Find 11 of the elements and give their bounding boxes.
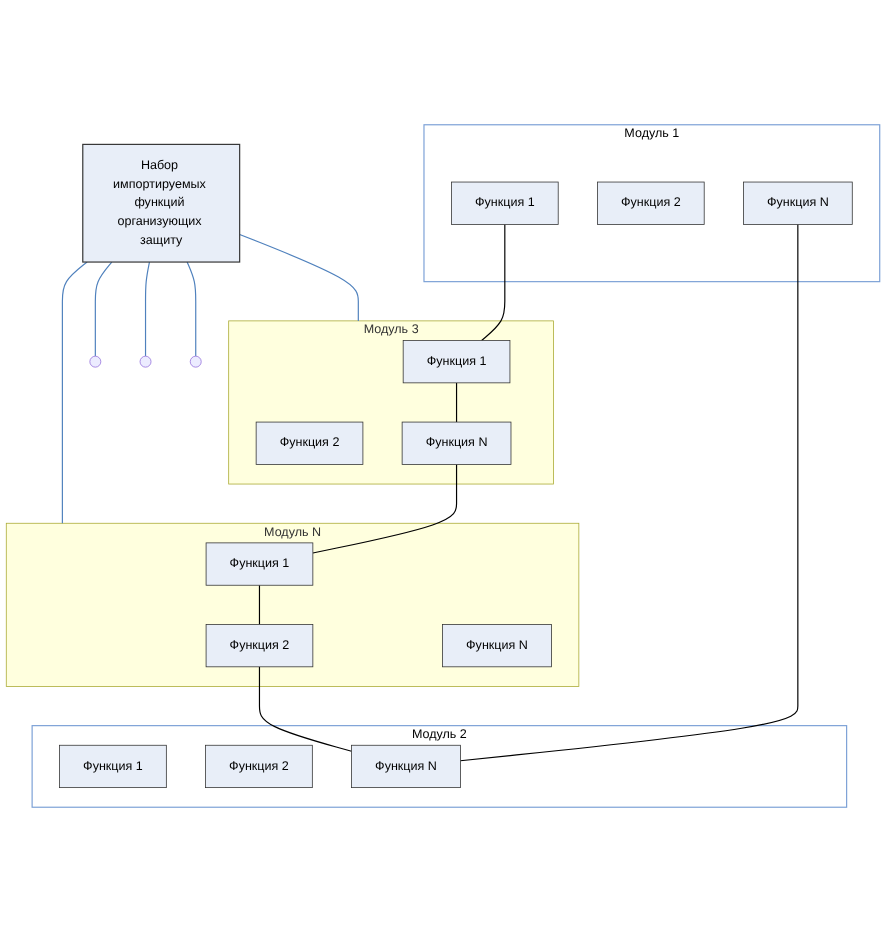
connector bbox=[144, 261, 151, 357]
connector bbox=[239, 233, 359, 322]
connector bbox=[61, 261, 88, 524]
connector bbox=[459, 223, 799, 762]
connector bbox=[455, 382, 458, 423]
connector bbox=[94, 261, 113, 357]
connector bbox=[258, 666, 353, 752]
connector bbox=[481, 223, 506, 342]
connector bbox=[312, 463, 458, 554]
connector bbox=[258, 584, 261, 626]
connector bbox=[186, 261, 197, 357]
